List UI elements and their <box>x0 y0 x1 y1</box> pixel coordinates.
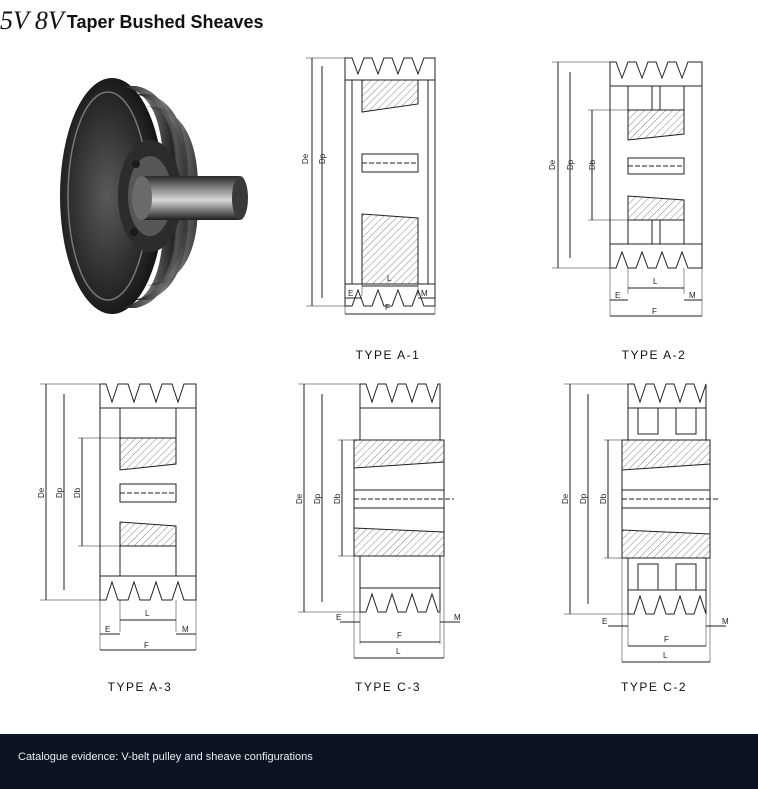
c3-label-m: M <box>454 613 461 622</box>
c3-label-dp: Dp <box>313 493 322 504</box>
footer-text: Catalogue evidence: V-belt pulley and sh… <box>18 751 313 763</box>
a2-label-db: Db <box>588 159 597 170</box>
type-a1-drawing: De Dp L E M F <box>301 57 436 315</box>
caption-type-c3: TYPE C-3 <box>354 680 422 694</box>
type-a2-drawing: De Dp Db L E M F <box>548 61 703 317</box>
figure-type-c3: De Dp Db E M F L <box>294 382 470 662</box>
c3-label-l: L <box>396 647 401 656</box>
series-label: 5V 8V <box>0 6 64 35</box>
a1-label-l: L <box>387 274 392 283</box>
c2-label-db: Db <box>599 493 608 504</box>
a1-label-f: F <box>385 303 390 312</box>
c2-label-f: F <box>664 635 669 644</box>
figure-type-c2: De Dp Db E M F L <box>560 382 738 666</box>
c3-label-e: E <box>336 613 341 622</box>
caption-type-c2: TYPE C-2 <box>620 680 688 694</box>
figure-type-a2: De Dp Db L E M F <box>548 58 708 320</box>
a2-label-f: F <box>652 307 657 316</box>
figure-type-a3: De Dp Db L E M F <box>36 382 206 654</box>
c3-label-de: De <box>295 493 304 504</box>
a1-label-e: E <box>348 289 353 298</box>
caption-type-a3: TYPE A-3 <box>107 680 173 694</box>
a2-label-dp: Dp <box>566 159 575 170</box>
page-title: 5V 8V Taper Bushed Sheaves <box>0 0 264 34</box>
c2-label-l: L <box>663 651 668 660</box>
c2-label-dp: Dp <box>579 493 588 504</box>
c3-label-f: F <box>397 631 402 640</box>
a3-label-e: E <box>105 625 110 634</box>
a3-label-de: De <box>37 487 46 498</box>
a3-label-f: F <box>144 641 149 650</box>
a3-label-db: Db <box>73 487 82 498</box>
type-c2-drawing: De Dp Db E M F L <box>561 383 729 663</box>
figure-type-a1: De Dp L E M F <box>300 52 450 318</box>
a1-label-dp: Dp <box>318 153 327 164</box>
c2-label-m: M <box>722 617 729 626</box>
caption-type-a1: TYPE A-1 <box>355 348 421 362</box>
a2-label-l: L <box>653 277 658 286</box>
c2-label-de: De <box>561 493 570 504</box>
type-a3-drawing: De Dp Db L E M F <box>37 383 197 651</box>
a2-label-m: M <box>689 291 696 300</box>
a1-label-m: M <box>421 289 428 298</box>
c2-label-e: E <box>602 617 607 626</box>
title-text: Taper Bushed Sheaves <box>66 12 264 32</box>
a1-label-de: De <box>301 153 310 164</box>
c3-label-db: Db <box>333 493 342 504</box>
a3-label-m: M <box>182 625 189 634</box>
a3-label-l: L <box>145 609 150 618</box>
sheave-photo <box>50 72 250 320</box>
a2-label-de: De <box>548 159 557 170</box>
a3-label-dp: Dp <box>55 487 64 498</box>
footer-bar: Catalogue evidence: V-belt pulley and sh… <box>0 734 758 789</box>
type-c3-drawing: De Dp Db E M F L <box>295 383 461 659</box>
sheave-photo-drawing <box>60 78 248 314</box>
caption-type-a2: TYPE A-2 <box>621 348 687 362</box>
a2-label-e: E <box>615 291 620 300</box>
